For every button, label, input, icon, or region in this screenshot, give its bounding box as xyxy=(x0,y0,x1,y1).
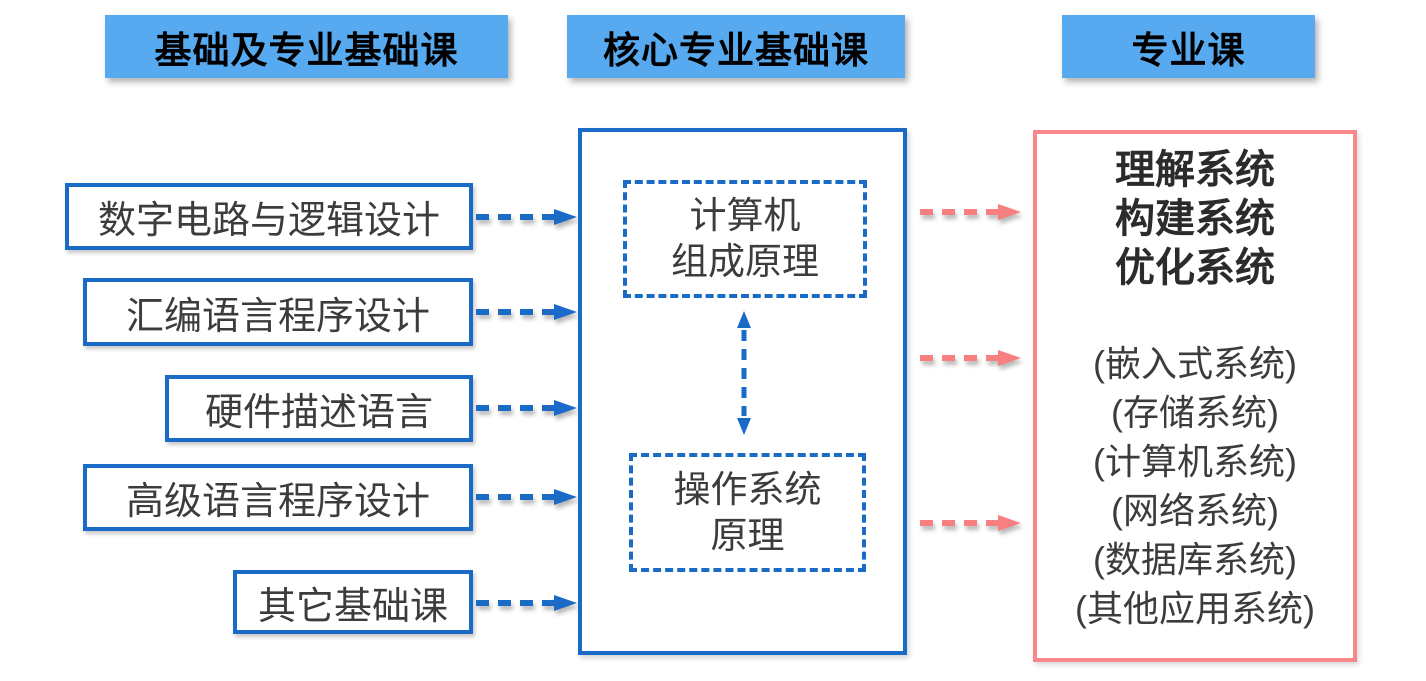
header-foundation-courses: 基础及专业基础课 xyxy=(105,15,508,78)
course-line: 组成原理 xyxy=(671,241,819,282)
course-box-hardware-description-language: 硬件描述语言 xyxy=(165,375,473,442)
dashed-double-vertical-arrow-icon xyxy=(737,311,751,435)
course-box-assembly-language: 汇编语言程序设计 xyxy=(83,278,473,346)
professional-courses-container xyxy=(1033,130,1357,662)
dashed-right-arrow-icon xyxy=(476,304,577,320)
header-core-courses: 核心专业基础课 xyxy=(567,15,905,78)
header-professional-courses: 专业课 xyxy=(1062,15,1315,78)
goal-line: 优化系统 xyxy=(1115,246,1275,290)
course-line: 操作系统 xyxy=(673,468,822,510)
goal-line: 构建系统 xyxy=(1115,197,1275,241)
system-item: (网络系统) xyxy=(1111,490,1279,531)
course-box-digital-logic-design: 数字电路与逻辑设计 xyxy=(65,183,473,250)
dashed-right-arrow-icon xyxy=(476,595,577,611)
dashed-right-arrow-icon xyxy=(476,400,577,416)
system-item: (存储系统) xyxy=(1111,392,1279,433)
system-item: (数据库系统) xyxy=(1093,539,1297,580)
dashed-right-arrow-icon xyxy=(476,209,577,225)
course-box-other-foundation: 其它基础课 xyxy=(233,570,473,634)
professional-systems-list: (嵌入式系统) (存储系统) (计算机系统) (网络系统) (数据库系统) (其… xyxy=(1033,339,1357,633)
goal-line: 理解系统 xyxy=(1115,148,1275,192)
course-line: 原理 xyxy=(710,514,785,556)
course-box-operating-system: 操作系统 原理 xyxy=(629,453,866,572)
system-item: (其他应用系统) xyxy=(1075,588,1315,629)
course-box-computer-organization: 计算机 组成原理 xyxy=(623,180,867,298)
dashed-right-arrow-icon xyxy=(920,350,1021,366)
professional-goals: 理解系统 构建系统 优化系统 xyxy=(1033,146,1357,293)
dashed-right-arrow-icon xyxy=(476,489,577,505)
dashed-right-arrow-icon xyxy=(920,204,1021,220)
course-line: 计算机 xyxy=(689,195,801,236)
course-box-high-level-language: 高级语言程序设计 xyxy=(83,464,473,531)
system-item: (嵌入式系统) xyxy=(1093,343,1297,384)
system-item: (计算机系统) xyxy=(1093,441,1297,482)
dashed-right-arrow-icon xyxy=(920,515,1021,531)
